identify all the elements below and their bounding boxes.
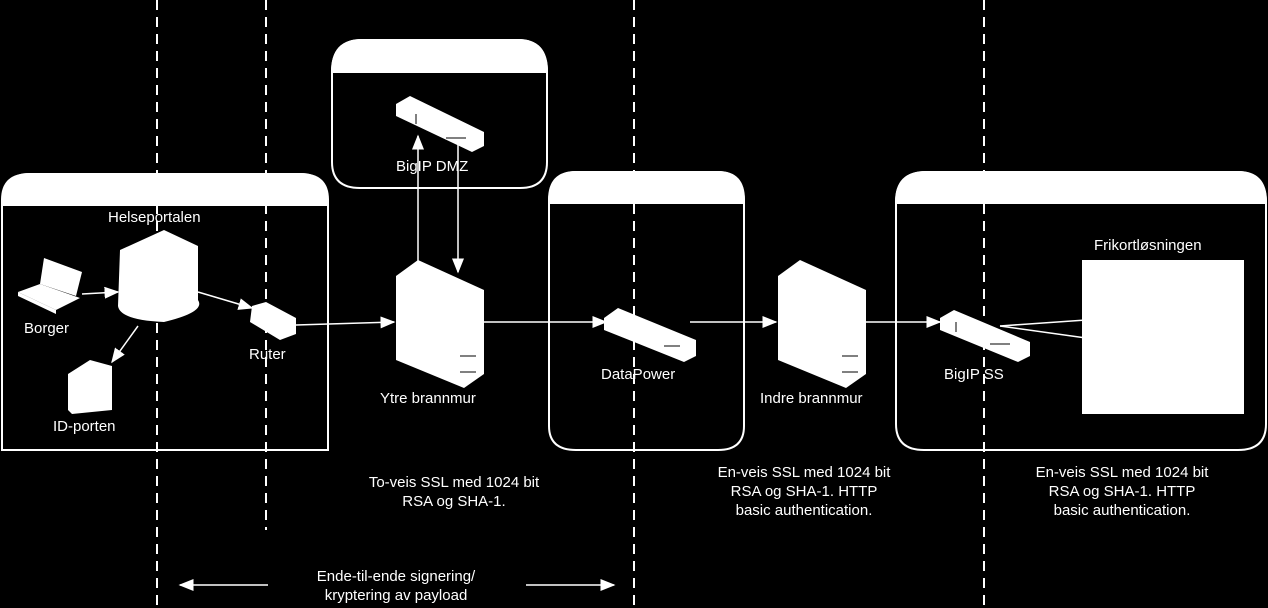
note-line: basic authentication.	[1053, 502, 1191, 519]
note-line: En-veis SSL med 1024 bit	[717, 464, 891, 481]
bigip-ss-appliance-icon	[940, 310, 1030, 362]
note-line: basic authentication.	[735, 502, 873, 519]
line-bigipss-frikort-2	[999, 325, 1087, 339]
label-indre-brannmur: Indre brannmur	[760, 390, 863, 407]
zone-helseportalen-header	[0, 173, 330, 206]
datapower-appliance-icon	[604, 308, 696, 362]
label-helseportalen: Helseportalen	[108, 209, 201, 226]
label-ruter: Ruter	[249, 346, 286, 363]
router-icon	[250, 302, 296, 340]
note-ssl-enveis-1: En-veis SSL med 1024 bit RSA og SHA-1. H…	[684, 463, 924, 520]
label-bigip-dmz: BigIP DMZ	[396, 158, 469, 175]
connectors	[81, 134, 1087, 591]
label-datapower: DataPower	[601, 366, 676, 383]
arrow-portal-ruter	[197, 291, 254, 310]
label-frikortlosningen: Frikortløsningen	[1094, 237, 1202, 254]
note-ssl-toveis: To-veis SSL med 1024 bit RSA og SHA-1.	[334, 473, 574, 511]
idporten-server-icon	[68, 360, 112, 414]
ytre-firewall-icon	[396, 260, 484, 388]
note-line: kryptering av payload	[324, 587, 468, 604]
arrow-borger-portal	[81, 286, 120, 299]
zone-datapower-header	[547, 171, 746, 204]
label-id-porten: ID-porten	[53, 418, 116, 435]
indre-firewall-icon	[778, 260, 866, 388]
label-ytre-brannmur: Ytre brannmur	[380, 390, 476, 407]
portal-server-icon	[118, 230, 200, 322]
zone-boxes	[0, 39, 1268, 451]
arrow-ruter-ytre	[295, 316, 396, 329]
note-ende-til-ende: Ende-til-ende signering/ kryptering av p…	[276, 567, 516, 605]
note-line: RSA og SHA-1.	[402, 493, 506, 510]
dashed-separators	[156, 0, 985, 608]
bigip-dmz-appliance-icon	[396, 96, 484, 152]
note-line: RSA og SHA-1. HTTP	[730, 483, 878, 500]
note-line: Ende-til-ende signering/	[316, 568, 476, 585]
note-ssl-enveis-2: En-veis SSL med 1024 bit RSA og SHA-1. H…	[1002, 463, 1242, 520]
note-line: RSA og SHA-1. HTTP	[1048, 483, 1196, 500]
zone-datapower	[548, 171, 745, 451]
zone-bigip-dmz-header	[330, 39, 549, 73]
frikort-system-block	[1082, 260, 1244, 414]
label-borger: Borger	[24, 320, 70, 337]
note-line: To-veis SSL med 1024 bit	[368, 474, 540, 491]
laptop-icon	[18, 258, 82, 314]
zone-frikort-header	[894, 171, 1268, 204]
label-bigip-ss: BigIP SS	[944, 366, 1004, 383]
devices	[18, 96, 1244, 414]
line-bigipss-frikort-1	[999, 319, 1087, 327]
arrow-portal-idporten	[111, 325, 139, 364]
note-line: En-veis SSL med 1024 bit	[1035, 464, 1209, 481]
